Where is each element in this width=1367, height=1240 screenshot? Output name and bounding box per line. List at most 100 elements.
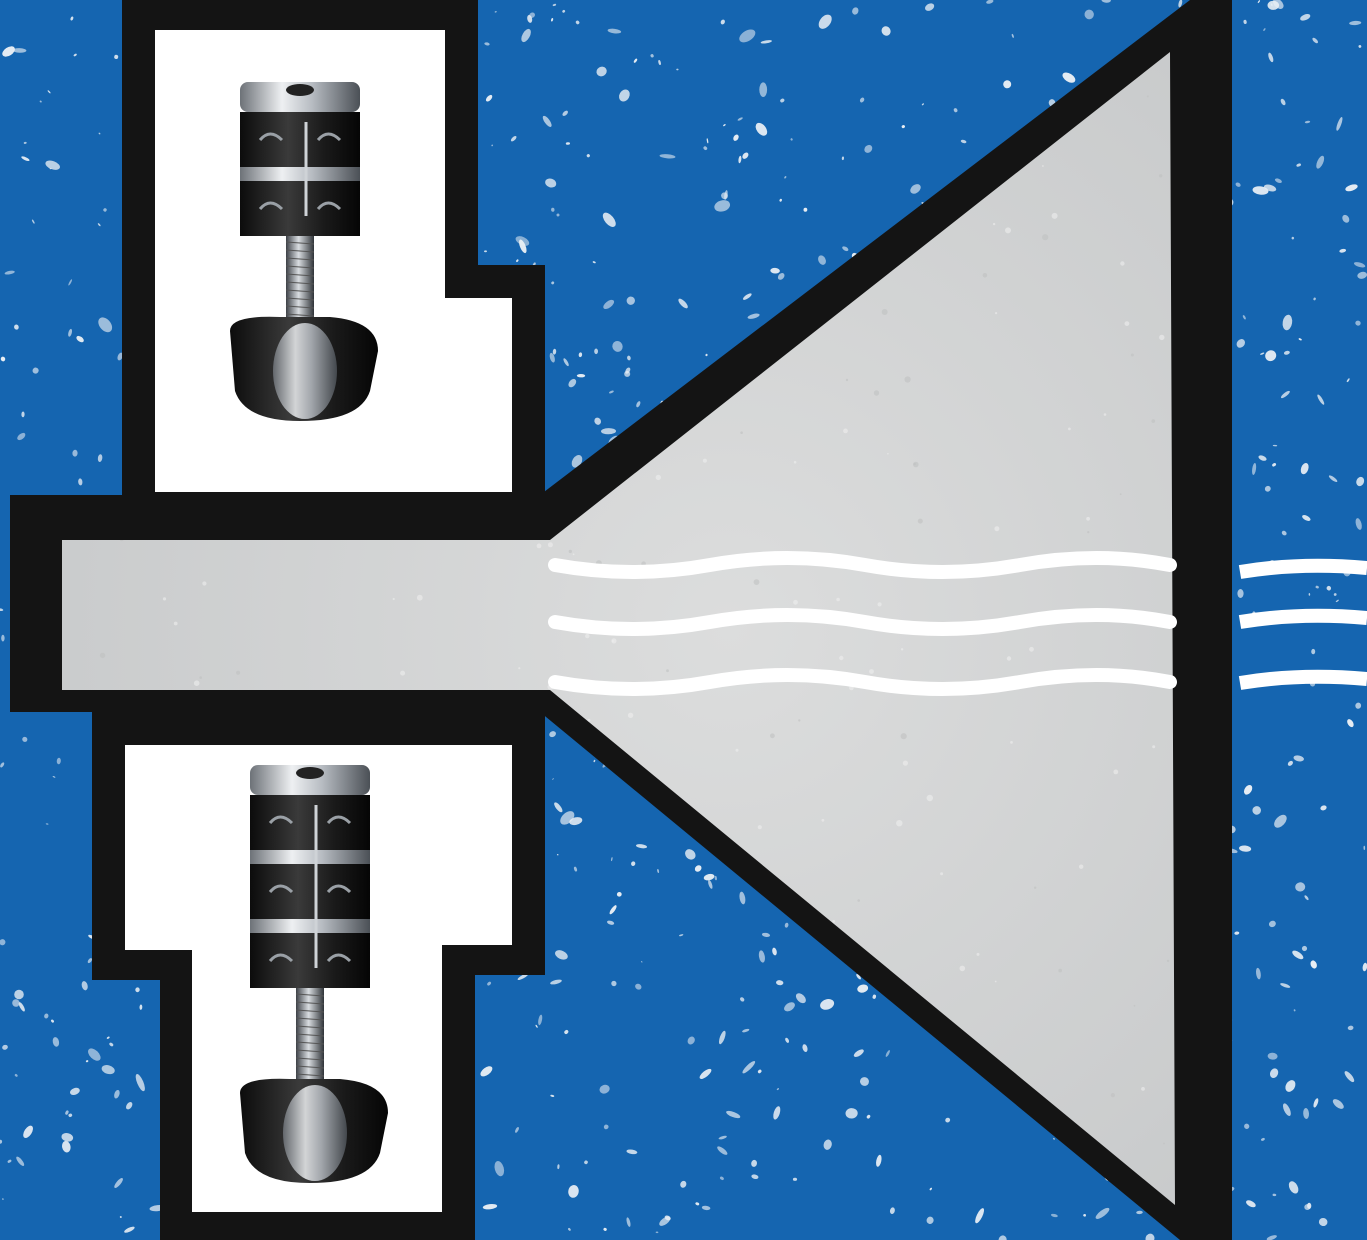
horn-speckle-mark: [236, 671, 240, 675]
horn-speckle-mark: [666, 669, 669, 672]
horn-speckle-mark: [1159, 174, 1162, 177]
horn-speckle-mark: [1120, 493, 1122, 495]
horn-speckle-mark: [839, 656, 843, 660]
transducer-dome: [283, 1085, 347, 1181]
horn-speckle-mark: [843, 429, 848, 434]
transducer-separator: [250, 850, 370, 864]
horn-speckle-mark: [740, 431, 743, 434]
transducer-separator: [250, 919, 370, 933]
horn-speckle-mark: [901, 733, 907, 739]
horn-speckle-mark: [736, 749, 739, 752]
transducer-center-bore: [286, 84, 314, 96]
horn-speckle-mark: [393, 598, 395, 600]
horn-speckle-mark: [1104, 413, 1107, 416]
horn-speckle-mark: [874, 390, 879, 395]
horn-speckle-mark: [1163, 1143, 1165, 1145]
horn-speckle-mark: [628, 713, 633, 718]
horn-speckle-mark: [1034, 887, 1036, 889]
horn-speckle-mark: [878, 602, 882, 606]
horn-speckle-mark: [1120, 261, 1124, 265]
horn-speckle-mark: [202, 581, 206, 585]
horn-speckle-mark: [100, 653, 105, 658]
lower-transducer: [240, 765, 388, 1183]
speckle-mark: [14, 990, 24, 999]
transducer-separator: [240, 167, 360, 181]
horn-speckle-mark: [1087, 531, 1089, 533]
horn-speckle-mark: [1042, 234, 1048, 240]
horn-speckle-mark: [846, 379, 848, 381]
horn-speckle-mark: [995, 312, 997, 314]
horn-speckle-mark: [822, 819, 825, 822]
horn-speckle-mark: [887, 453, 889, 455]
horn-speckle-mark: [836, 598, 840, 602]
horn-speckle-mark: [548, 542, 553, 547]
horn-speckle-mark: [1010, 741, 1013, 744]
horn-speckle-mark: [1113, 770, 1118, 775]
horn-speckle-mark: [1079, 865, 1083, 869]
horn-speckle-mark: [857, 899, 860, 902]
transducer-ring: [240, 181, 360, 236]
horn-speckle-mark: [793, 600, 798, 605]
horn-speckle-mark: [994, 526, 999, 531]
horn-speckle-mark: [1152, 745, 1155, 748]
horn-speckle-mark: [1152, 419, 1156, 423]
horn-speckle-mark: [612, 640, 614, 642]
speckle-mark: [594, 349, 598, 355]
horn-speckle-mark: [1058, 969, 1062, 973]
horn-speckle-mark: [1111, 1093, 1115, 1097]
horn-speckle-mark: [1125, 321, 1130, 326]
horn-speckle-mark: [927, 795, 933, 801]
horn-speckle-mark: [960, 966, 966, 972]
transducer-center-bore: [296, 767, 324, 779]
transducer-threaded-rod: [286, 236, 314, 321]
transducer-ring: [250, 864, 370, 919]
transducer-ring: [240, 112, 360, 167]
horn-speckle-mark: [703, 459, 707, 463]
horn-speckle-mark: [882, 309, 888, 315]
sound-wave-exit-line: [1240, 677, 1367, 683]
horn-speckle-mark: [569, 550, 572, 553]
horn-speckle-mark: [1068, 428, 1071, 431]
horn-speckle-mark: [832, 920, 835, 923]
horn-speckle-mark: [199, 676, 202, 679]
horn-speckle-mark: [1042, 165, 1044, 167]
horn-speckle-mark: [918, 519, 923, 524]
horn-speckle-mark: [896, 820, 902, 826]
horn-speckle-mark: [993, 223, 995, 225]
horn-speckle-mark: [798, 719, 800, 721]
horn-speckle-mark: [1141, 1087, 1145, 1091]
horn-speckle-mark: [905, 376, 911, 382]
horn-speckle-mark: [1086, 517, 1090, 521]
speckle-mark: [759, 82, 767, 97]
horn-speckle-mark: [995, 981, 997, 983]
transducer-dome: [273, 323, 337, 419]
horn-speckle-mark: [1131, 354, 1134, 357]
horn-speckle-mark: [901, 648, 903, 650]
horn-speckle-mark: [194, 680, 200, 686]
speckle-mark: [676, 69, 678, 71]
horn-speckle-mark: [163, 597, 166, 600]
horn-speckle-mark: [940, 872, 943, 875]
horn-speckle-mark: [758, 825, 762, 829]
horn-speckle-mark: [977, 953, 980, 956]
horn-speckle-mark: [903, 761, 908, 766]
horn-speckle-mark: [1167, 960, 1169, 962]
horn-speckle-mark: [573, 553, 575, 555]
horn-speckle-mark: [1134, 1005, 1136, 1007]
horn-speckle-mark: [869, 669, 874, 674]
horn-speckle-mark: [1007, 656, 1011, 660]
speckle-mark: [1237, 589, 1243, 598]
horn-speckle-mark: [585, 634, 589, 638]
horn-speckle-mark: [1159, 335, 1164, 340]
sound-wave-exit-line: [1240, 616, 1367, 622]
horn-speckle-mark: [1005, 227, 1011, 233]
horn-speckle-mark: [770, 733, 775, 738]
horn-speckle-mark: [1147, 95, 1149, 97]
horn-speckle-mark: [913, 462, 919, 468]
horn-speckle-mark: [1029, 647, 1034, 652]
horn-speckle-mark: [518, 667, 520, 669]
speckle-mark: [1, 635, 4, 642]
transducer-ring: [250, 933, 370, 988]
